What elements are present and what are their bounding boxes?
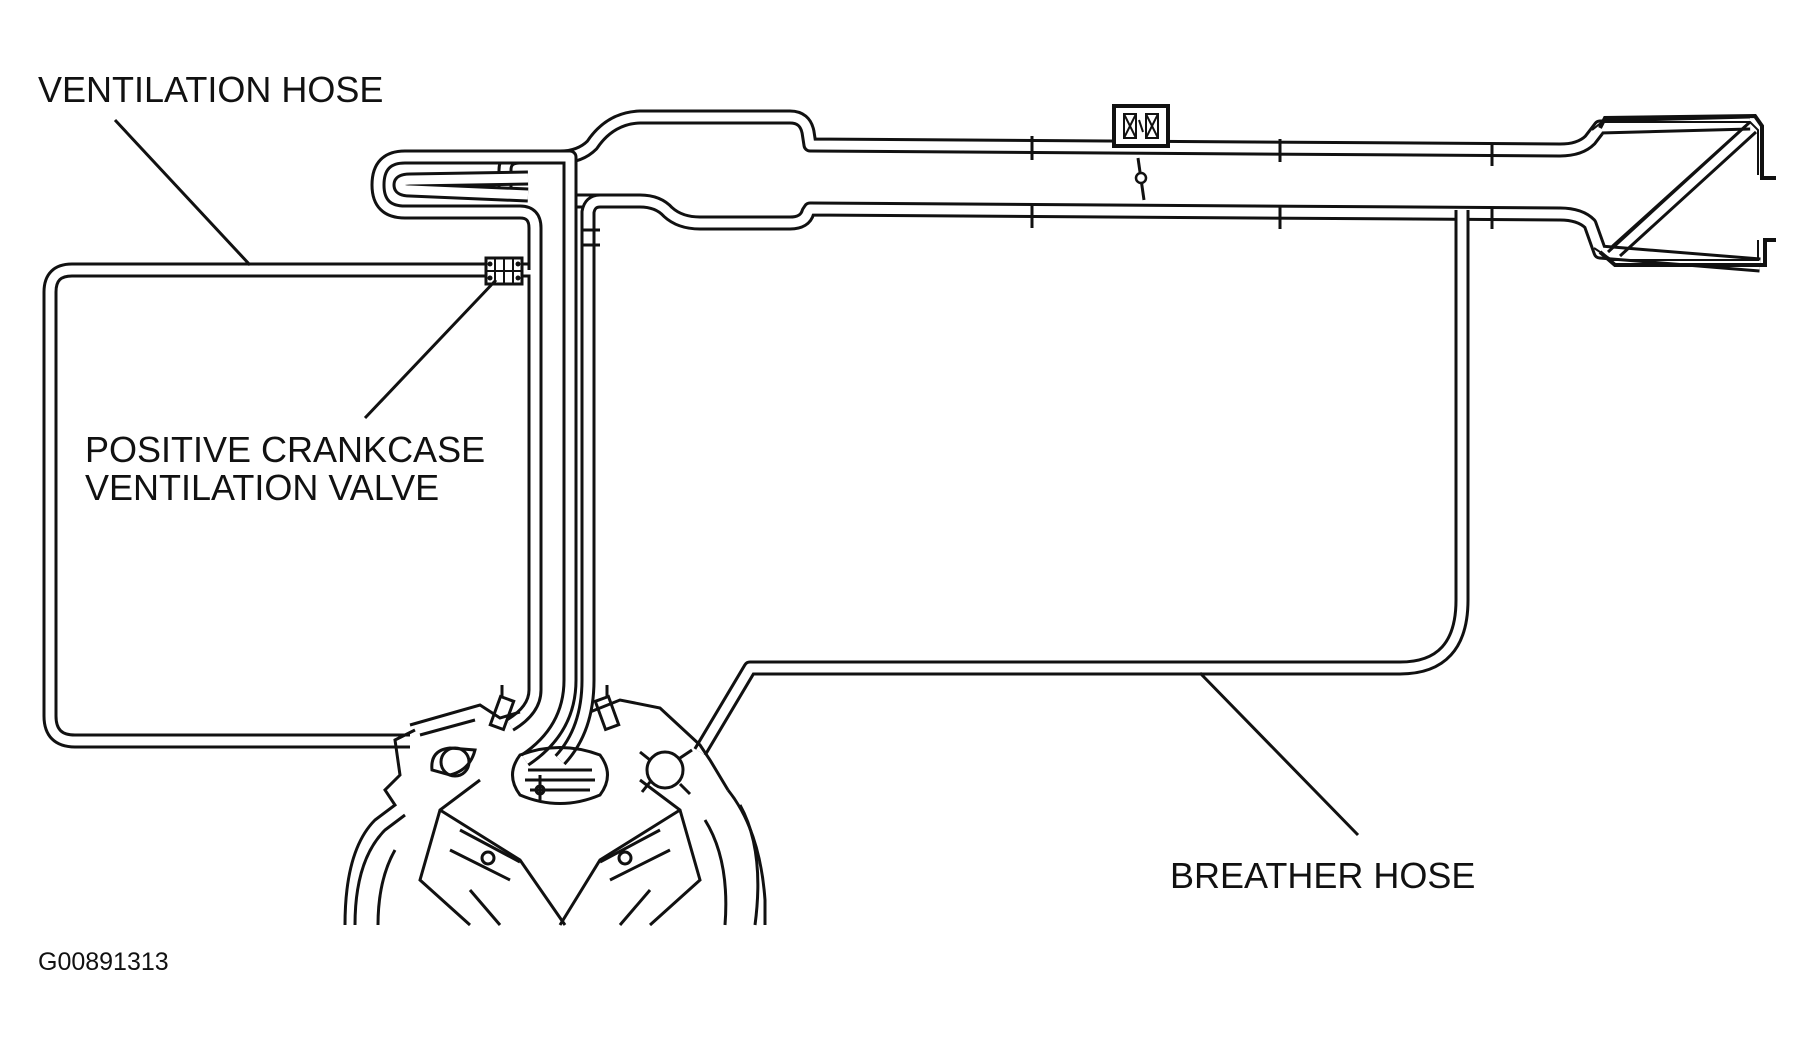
breather-hose xyxy=(693,210,1470,756)
label-ventilation-hose: VENTILATION HOSE xyxy=(38,69,383,110)
duct-throttle-plate xyxy=(1134,157,1148,201)
leader-breather-hose xyxy=(1198,671,1360,837)
label-pcv-valve-line1: POSITIVE CRANKCASE xyxy=(85,429,485,470)
duct-clamps xyxy=(1030,136,1494,229)
pcv-valve-hose xyxy=(505,262,543,732)
leader-lines xyxy=(113,118,1360,837)
air-flow-sensor xyxy=(1112,104,1170,148)
ventilation-hose xyxy=(42,262,487,749)
air-cleaner-housing xyxy=(1591,113,1776,267)
label-breather-hose: BREATHER HOSE xyxy=(1170,855,1475,896)
pcv-valve xyxy=(484,256,524,286)
pcv-connection-loop xyxy=(370,149,560,270)
label-pcv-valve-line2: VENTILATION VALVE xyxy=(85,467,439,508)
engine-block xyxy=(343,685,767,927)
figure-code: G00891313 xyxy=(38,948,169,976)
leader-pcv-valve xyxy=(363,278,498,420)
leader-ventilation-hose xyxy=(113,118,252,267)
